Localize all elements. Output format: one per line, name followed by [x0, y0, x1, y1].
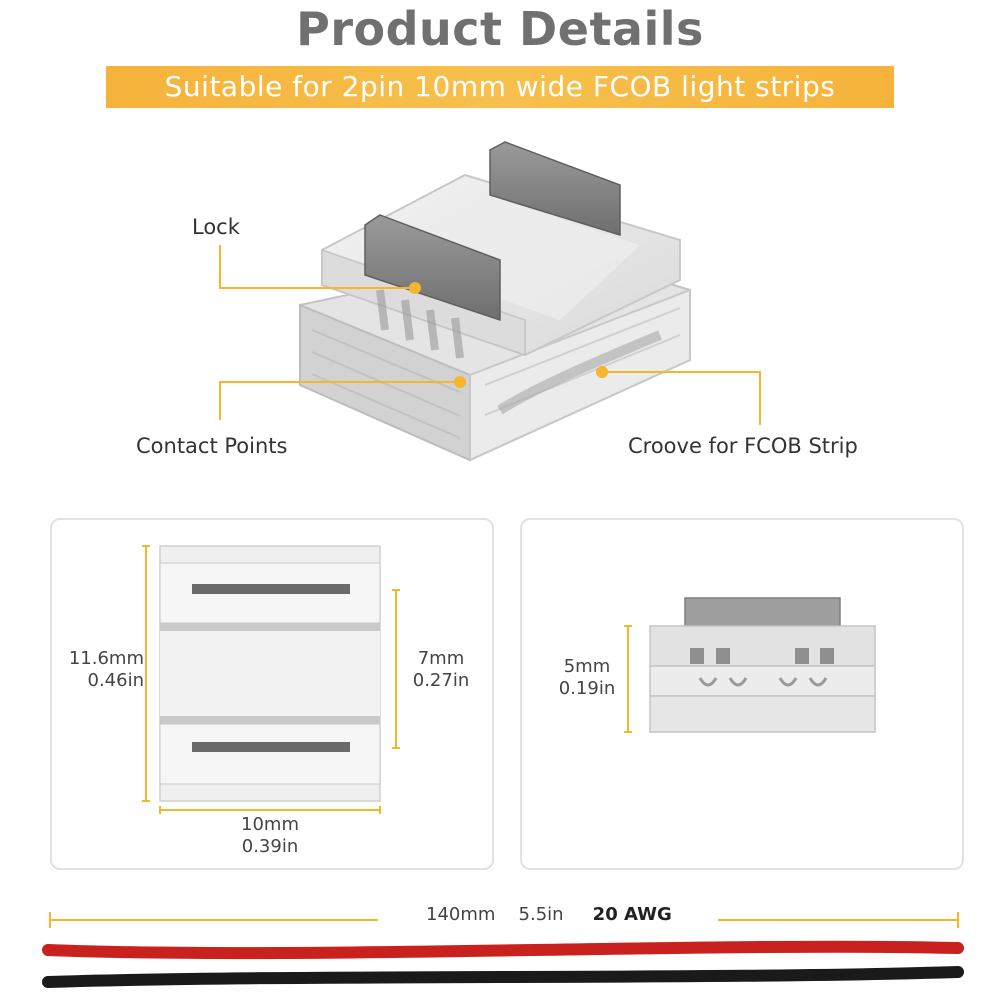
- height-dimension: 11.6mm 0.46in: [60, 648, 144, 692]
- subtitle-text: Suitable for 2pin 10mm wide FCOB light s…: [164, 70, 836, 103]
- wire-length-mm: 140mm: [426, 904, 496, 925]
- lock-label: Lock: [192, 215, 240, 239]
- side-height-mm: 5mm: [563, 656, 611, 677]
- top-contact-strip: [192, 584, 350, 594]
- wire-length-label: 140mm 5.5in 20 AWG: [378, 904, 718, 930]
- callout-lines: [219, 245, 761, 425]
- width-in: 0.39in: [241, 836, 299, 857]
- connector-body: [299, 141, 691, 462]
- subtitle-banner: Suitable for 2pin 10mm wide FCOB light s…: [106, 66, 894, 108]
- wire-length-in: 5.5in: [518, 904, 564, 925]
- inner-mm: 7mm: [417, 648, 465, 669]
- contact-points-label: Contact Points: [136, 434, 288, 458]
- page-title: Product Details: [296, 2, 704, 56]
- red-wire: [42, 940, 964, 960]
- height-in: 0.46in: [87, 670, 145, 691]
- inner-in: 0.27in: [412, 670, 470, 691]
- top-view-drawing: [142, 545, 400, 814]
- width-mm: 10mm: [241, 814, 299, 835]
- width-dimension: 10mm 0.39in: [220, 814, 320, 858]
- black-wire: [42, 966, 964, 988]
- bottom-contact-strip: [192, 742, 350, 752]
- wire-gauge: 20 AWG: [592, 904, 672, 925]
- groove-label: Croove for FCOB Strip: [628, 434, 858, 458]
- side-height-dimension: 5mm 0.19in: [548, 656, 626, 700]
- side-height-in: 0.19in: [558, 678, 616, 699]
- side-view-drawing: [624, 597, 876, 733]
- inner-dimension: 7mm 0.27in: [406, 648, 476, 692]
- height-mm: 11.6mm: [68, 648, 144, 669]
- connector-illustration: [219, 141, 761, 462]
